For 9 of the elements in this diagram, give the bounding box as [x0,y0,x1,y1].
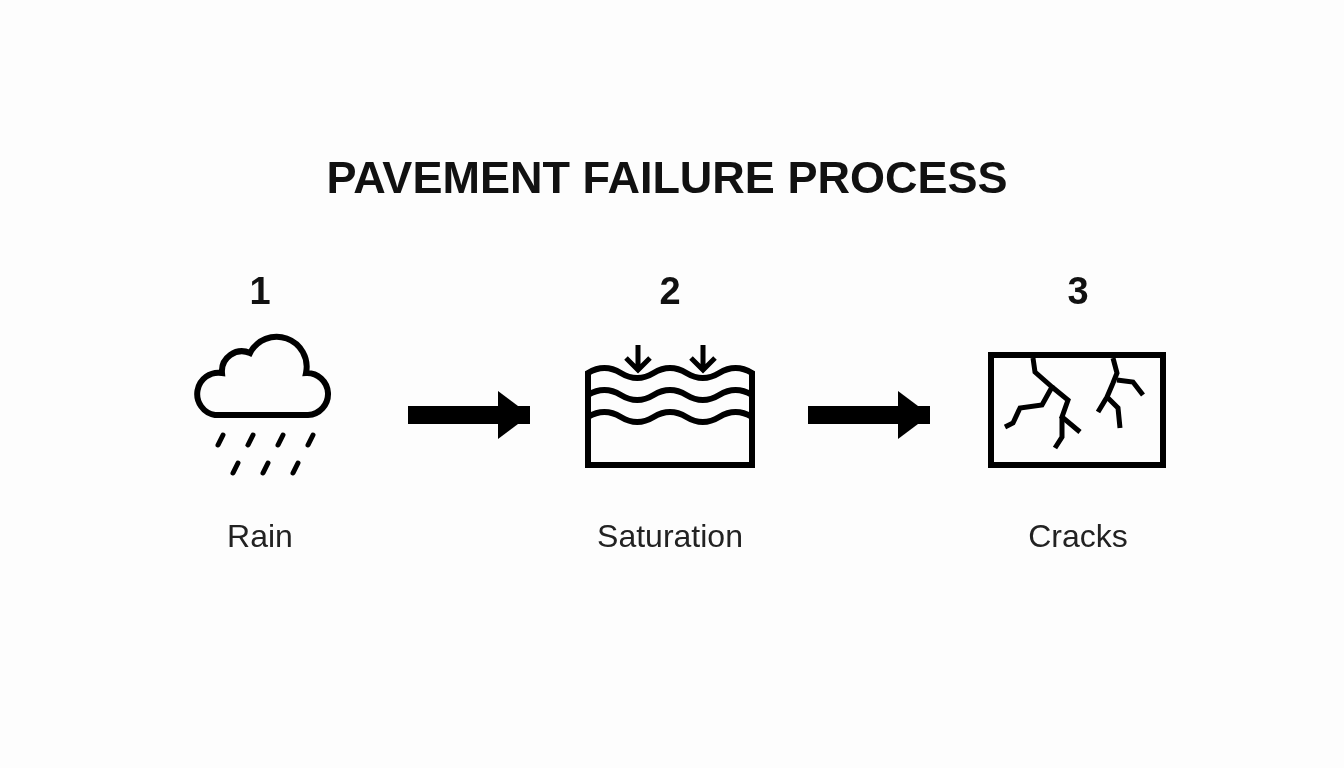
block-arrow [408,391,530,439]
step-number: 1 [249,270,271,313]
diagram-title: PAVEMENT FAILURE PROCESS [326,152,1008,203]
step-label: Saturation [597,518,743,555]
step-label: Cracks [1028,518,1128,555]
step-number: 2 [659,270,681,313]
block-arrow [808,391,930,439]
step-label: Rain [227,518,293,555]
step-number: 3 [1067,270,1089,313]
